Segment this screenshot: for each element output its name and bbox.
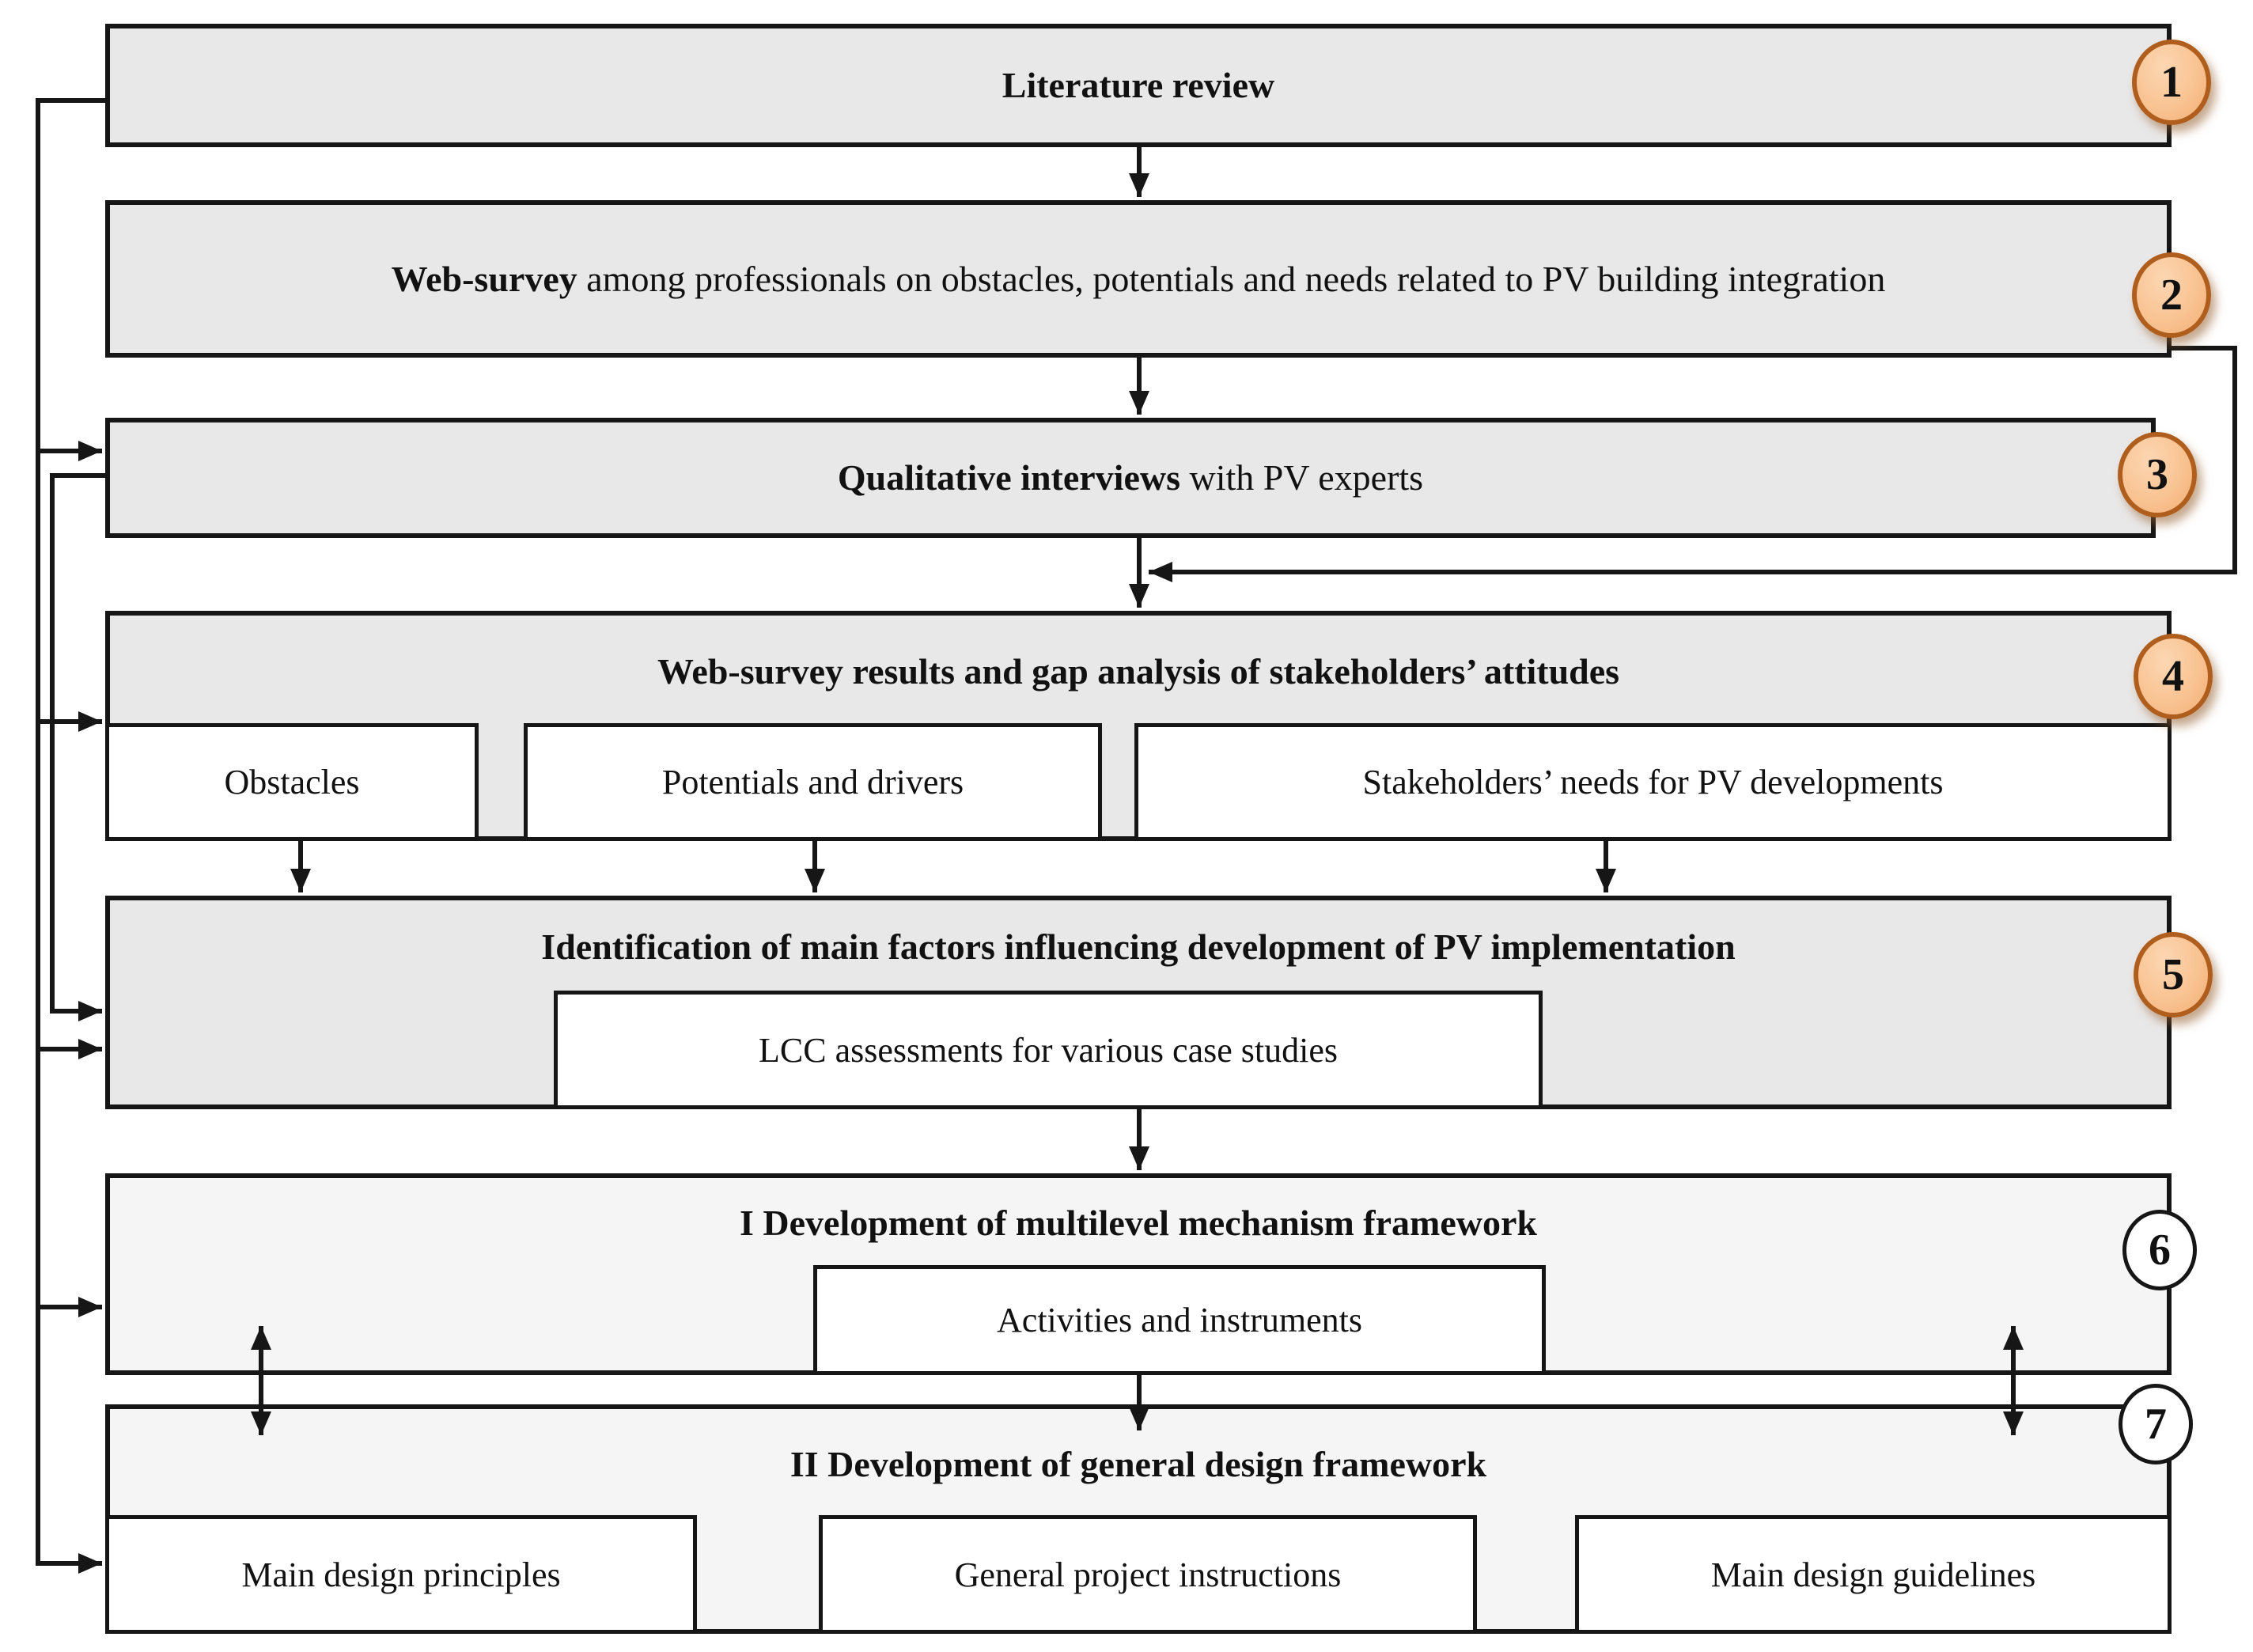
left-feedback-line-outer xyxy=(36,98,108,1574)
step-title: Qualitative interviews with PV experts xyxy=(110,422,2151,533)
step-box-qualitative-interviews: Qualitative interviews with PV experts xyxy=(105,418,2156,538)
step-number-badge-6: 6 xyxy=(2122,1210,2197,1290)
step-title-rest: with PV experts xyxy=(1180,457,1424,498)
step-title-bold: Literature review xyxy=(1002,65,1275,106)
step-title: I Development of multilevel mechanism fr… xyxy=(740,1203,1537,1244)
step-number-badge-1: 1 xyxy=(2132,40,2211,125)
step-box-identification-factors: Identification of main factors influenci… xyxy=(105,896,2172,1109)
step-box-general-design-framework: II Development of general design framewo… xyxy=(105,1404,2172,1634)
left-feedback-line-inner xyxy=(50,473,108,1021)
step-title: II Development of general design framewo… xyxy=(789,1444,1487,1485)
step-box-web-survey: Web-survey among professionals on obstac… xyxy=(105,200,2172,358)
step-title: Identification of main factors influenci… xyxy=(541,926,1736,968)
step-number-badge-7: 7 xyxy=(2119,1384,2193,1464)
step-box-multilevel-mechanism-framework: I Development of multilevel mechanism fr… xyxy=(105,1173,2172,1375)
subbox-potentials-and-drivers: Potentials and drivers xyxy=(524,723,1102,841)
step-number-badge-3: 3 xyxy=(2118,432,2197,517)
subbox-main-design-principles: Main design principles xyxy=(105,1515,697,1634)
subbox-stakeholders-needs: Stakeholders’ needs for PV developments xyxy=(1134,723,2172,841)
subbox-general-project-instructions: General project instructions xyxy=(819,1515,1477,1634)
subbox-activities-instruments: Activities and instruments xyxy=(813,1265,1546,1375)
subbox-main-design-guidelines: Main design guidelines xyxy=(1575,1515,2172,1634)
step-title-bold: Qualitative interviews xyxy=(837,457,1180,498)
step-title-rest: among professionals on obstacles, potent… xyxy=(577,258,1886,299)
step-number-badge-4: 4 xyxy=(2134,634,2213,719)
subbox-obstacles: Obstacles xyxy=(105,723,479,841)
step-title-bold: Web-survey xyxy=(391,258,577,299)
step-box-websurvey-results: Web-survey results and gap analysis of s… xyxy=(105,611,2172,841)
subbox-lcc-assessments: LCC assessments for various case studies xyxy=(554,991,1543,1109)
step-box-literature-review: Literature review xyxy=(105,24,2172,147)
step-title: Literature review xyxy=(110,28,2167,142)
step-number-badge-2: 2 xyxy=(2132,252,2211,338)
step-title: Web-survey among professionals on obstac… xyxy=(110,205,2167,353)
step-title: Web-survey results and gap analysis of s… xyxy=(657,651,1620,692)
step-number-badge-5: 5 xyxy=(2134,932,2213,1017)
